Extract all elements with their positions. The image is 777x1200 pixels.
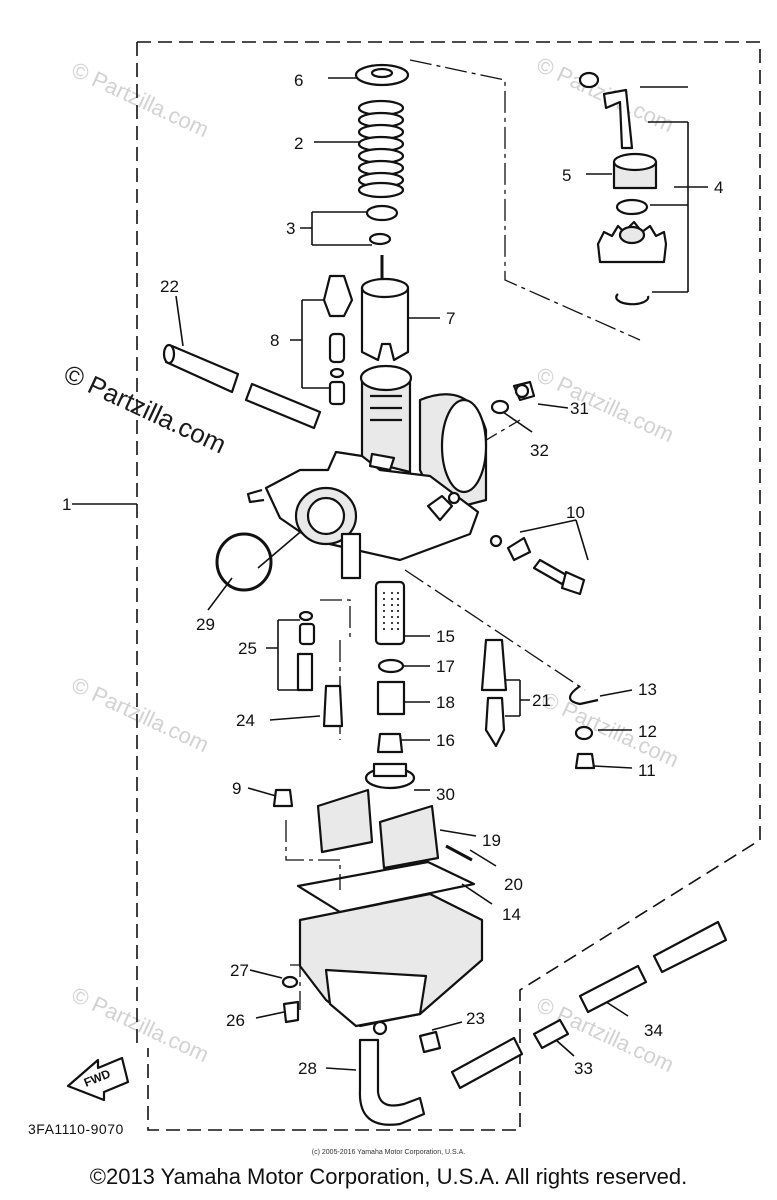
part-27-washer: [281, 975, 299, 989]
callout-2: 2: [294, 134, 303, 153]
part-16-jet: [376, 732, 404, 754]
part-33-joint: [532, 1018, 570, 1050]
callout-6: 6: [294, 71, 303, 90]
callout-4: 4: [714, 178, 723, 197]
callout-10: 10: [566, 503, 585, 522]
part-10-screw-set: [489, 534, 586, 596]
callout-25: 25: [238, 639, 257, 658]
callout-23: 23: [466, 1009, 485, 1028]
watermark: © Partzilla.com: [68, 57, 213, 142]
part-18-holder: [376, 680, 406, 716]
part-24-jet: [322, 684, 344, 728]
callout-26: 26: [226, 1011, 245, 1030]
part-11-screw: [574, 752, 596, 770]
part-13-clip: [568, 685, 599, 706]
callout-20: 20: [504, 875, 523, 894]
part-9-screw: [272, 788, 294, 808]
part-8-screw-set: [322, 274, 354, 406]
part-5-cap-assembly: [578, 71, 668, 306]
callout-18: 18: [436, 693, 455, 712]
callout-8: 8: [270, 331, 279, 350]
callout-31: 31: [570, 399, 589, 418]
main-copyright: ©2013 Yamaha Motor Corporation, U.S.A. A…: [89, 1164, 688, 1189]
carburetor-body: [246, 364, 488, 580]
callout-9: 9: [232, 779, 241, 798]
callout-19: 19: [482, 831, 501, 850]
part-26-plug: [282, 1000, 300, 1024]
part-14-gasket: [296, 860, 476, 914]
part-21-needle-valve: [480, 638, 508, 748]
callout-30: 30: [436, 785, 455, 804]
callout-15: 15: [436, 627, 455, 646]
watermark: © Partzilla.com: [533, 362, 678, 447]
part-3-clip-set: [365, 204, 399, 246]
callout-14: 14: [502, 905, 521, 924]
float-bowl: [298, 892, 484, 1036]
callout-16: 16: [436, 731, 455, 750]
watermark: © Partzilla.com: [68, 982, 213, 1067]
part-25-jet-set: [296, 610, 316, 692]
callout-32: 32: [530, 441, 549, 460]
assembly-outline: [136, 41, 761, 1131]
callout-28: 28: [298, 1059, 317, 1078]
part-28-hose: [358, 1036, 524, 1126]
callout-34: 34: [644, 1021, 663, 1040]
callout-labels: 6 2 3 4 5 7 8 22 1 31 32 10 29 15 17 18 …: [62, 71, 723, 1078]
part-22-vent-tube: [162, 343, 322, 430]
callout-17: 17: [436, 657, 455, 676]
watermark: © Partzilla.com: [68, 672, 213, 757]
callout-13: 13: [638, 680, 657, 699]
callout-22: 22: [160, 277, 179, 296]
callout-33: 33: [574, 1059, 593, 1078]
part-32-washer: [490, 399, 510, 415]
part-17-o-ring: [377, 658, 405, 674]
callout-24: 24: [236, 711, 255, 730]
part-2-spring: [357, 99, 405, 199]
small-copyright: (c) 2005-2016 Yamaha Motor Corporation, …: [311, 1149, 466, 1156]
part-19-float: [316, 788, 473, 870]
part-31-screw: [512, 380, 536, 402]
callout-5: 5: [562, 166, 571, 185]
callout-1: 1: [62, 495, 71, 514]
part-6-washer: [354, 63, 410, 87]
part-15-nozzle: [374, 580, 406, 646]
part-7-throttle-valve: [360, 255, 410, 362]
part-12-washer: [574, 725, 594, 741]
callout-7: 7: [446, 309, 455, 328]
part-29-o-ring: [215, 532, 273, 592]
parts: FWD: [66, 63, 728, 1126]
part-34-hose: [578, 920, 728, 1014]
callout-3: 3: [286, 219, 295, 238]
part-30-valve-seat: [364, 762, 416, 790]
callout-27: 27: [230, 961, 249, 980]
callout-11: 11: [638, 761, 656, 780]
callout-12: 12: [638, 722, 657, 741]
diagram-code: 3FA1110-9070: [28, 1121, 124, 1137]
callout-29: 29: [196, 615, 215, 634]
callout-21: 21: [532, 691, 551, 710]
fwd-arrow-icon: FWD: [66, 1056, 130, 1102]
part-23-drain-screw: [418, 1030, 442, 1054]
